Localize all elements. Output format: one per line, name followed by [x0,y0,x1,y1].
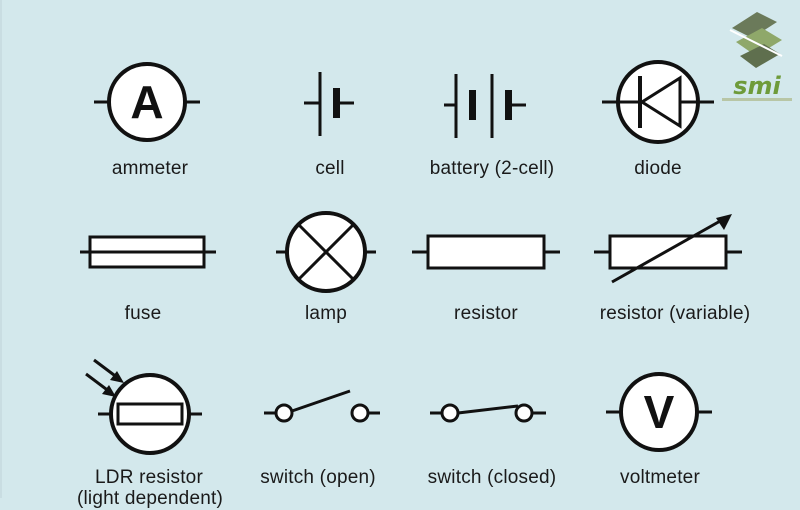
resistor-symbol [412,234,560,270]
logo-emblem-icon [729,12,783,68]
switch-open-label: switch (open) [260,467,376,488]
cell-label: cell [315,158,345,179]
variable-resistor-symbol [594,214,742,284]
switch-closed-label: switch (closed) [427,467,557,488]
fuse-label: fuse [124,303,162,324]
lamp-label: lamp [305,303,347,324]
variable-resistor-label: resistor (variable) [599,303,751,324]
ammeter-label: ammeter [111,158,189,179]
ldr-label-secondary: (light dependent) [76,488,223,509]
logo-text: smi [733,72,781,100]
ammeter-glyph: A [130,76,163,128]
diode-label: diode [634,158,682,179]
diode-symbol [602,60,714,144]
left-edge [0,0,2,498]
switch-closed-symbol [430,403,546,423]
lamp-symbol [276,211,376,293]
voltmeter-symbol: V [606,372,712,452]
smi-logo: smi [722,8,792,101]
battery-label: battery (2-cell) [429,158,555,179]
ldr-symbol [85,358,202,455]
ammeter-symbol: A [94,62,200,142]
cell-symbol [304,72,354,136]
switch-open-symbol [264,389,380,423]
battery-symbol [444,74,526,138]
fuse-symbol [80,235,216,269]
voltmeter-glyph: V [644,386,675,438]
voltmeter-label: voltmeter [620,467,700,488]
resistor-label: resistor [454,303,518,324]
ldr-label: LDR resistor [95,467,203,488]
logo-tagline-bar [722,98,792,101]
